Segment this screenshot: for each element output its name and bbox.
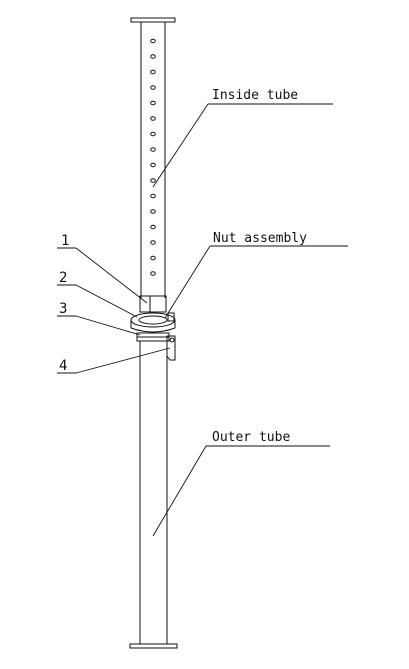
pin-hole <box>150 209 156 214</box>
callout-2: 2 <box>59 270 67 286</box>
pin-hole <box>150 147 156 152</box>
pin-hole <box>150 85 156 90</box>
base-plate <box>129 643 178 649</box>
pin-hole <box>150 116 156 121</box>
pin-hole <box>150 224 156 230</box>
pin-hole <box>150 100 156 106</box>
callout-3: 3 <box>59 301 67 317</box>
pin-holes <box>150 38 156 276</box>
pin-hole <box>150 54 156 59</box>
pin-hole <box>150 131 156 137</box>
leader-lines <box>57 103 348 537</box>
top-plate <box>130 17 176 23</box>
callout-1: 1 <box>61 233 69 249</box>
inside-tube-label: Inside tube <box>212 88 298 103</box>
pin-hole <box>150 271 156 276</box>
outer-tube-label: Outer tube <box>212 430 290 445</box>
pin-hole <box>150 162 156 168</box>
pin-hole <box>150 240 156 245</box>
pin-hole <box>150 69 156 75</box>
pin-hole <box>150 178 156 183</box>
nut-assembly <box>130 295 176 361</box>
nut-assembly-label: Nut assembly <box>213 231 307 246</box>
inside-tube <box>140 22 166 298</box>
pin-hole <box>150 255 156 261</box>
pin-hole <box>150 38 156 44</box>
callout-4: 4 <box>59 358 67 374</box>
pin-hole <box>150 193 156 199</box>
outer-tube <box>139 341 168 644</box>
